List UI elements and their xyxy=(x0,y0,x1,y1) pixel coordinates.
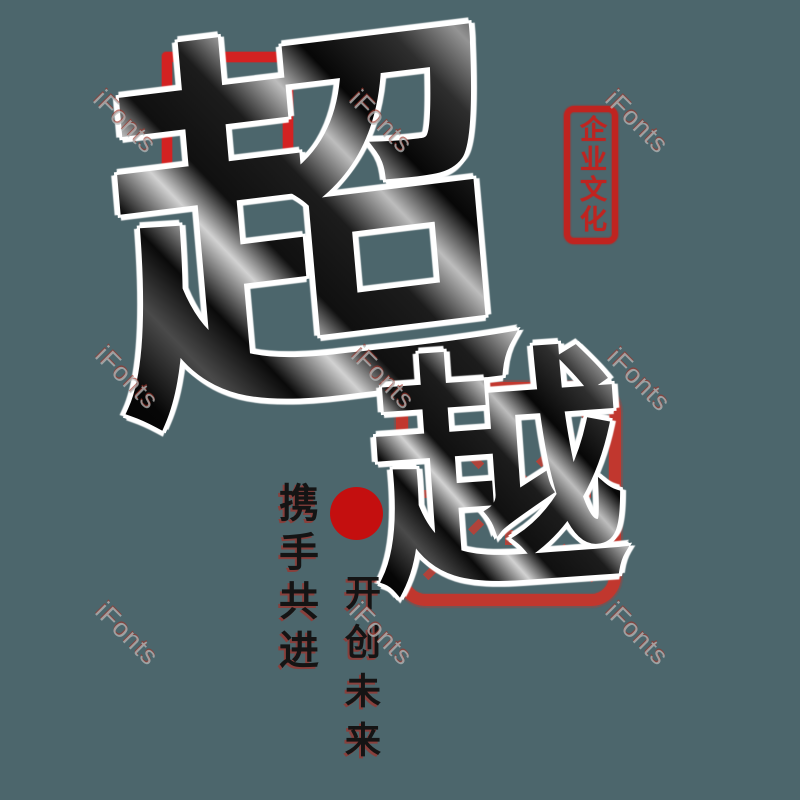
char-yue-fill: 越 xyxy=(361,319,635,633)
red-square-frame xyxy=(162,52,293,192)
slogan-kaichuang-weilai: 开创未来 xyxy=(339,574,381,770)
seal-text: 企业文化 xyxy=(576,115,606,235)
corporate-culture-seal: 企业文化 xyxy=(564,106,618,244)
slogan-xieshou-gongjin: 携手共进 xyxy=(272,482,319,678)
calligraphy-char-yue: 越 越 xyxy=(362,320,634,633)
watermark-ifonts: iFonts xyxy=(89,595,166,672)
red-dot-icon xyxy=(330,487,383,540)
red-grid-stamp-frame xyxy=(396,382,621,606)
